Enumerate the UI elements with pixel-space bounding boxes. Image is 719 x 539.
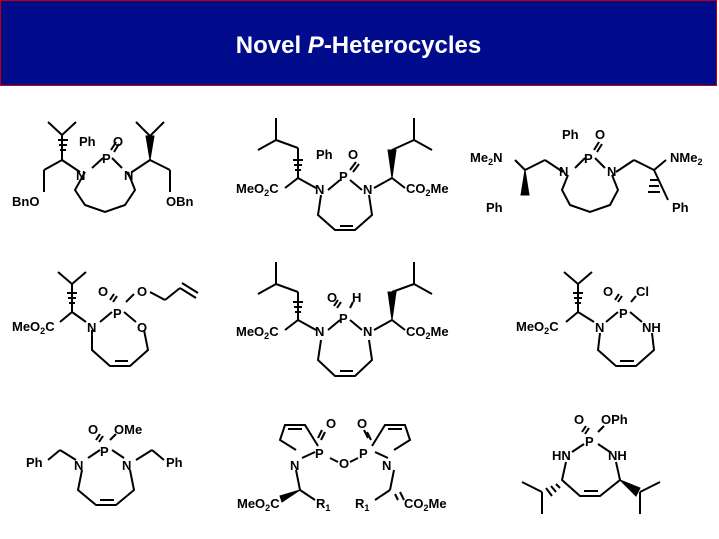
s3-label-2: P (584, 151, 593, 166)
s8-label-4: P (359, 446, 368, 461)
s2-label-6: CO2Me (406, 181, 449, 198)
s5-label-4: N (363, 324, 372, 339)
s5-label-2: H (352, 290, 361, 305)
s5-label-5: MeO2C (236, 324, 279, 341)
s1-label-2: P (102, 151, 111, 166)
s1-label-3: N (76, 168, 85, 183)
s3-label-4: N (607, 164, 616, 179)
s7-label-2: OMe (114, 422, 142, 437)
s3-label-1: O (595, 127, 605, 142)
s2-label-5: MeO2C (236, 181, 279, 198)
structure-8: O P O O P N N MeO2C R1 R1 CO2Me (237, 416, 447, 513)
s4-label-1: P (113, 306, 122, 321)
s9-label-2: OPh (601, 412, 628, 427)
s3-label-8: Ph (672, 200, 689, 215)
s8-label-1: P (315, 446, 324, 461)
s4-label-2: O (137, 284, 147, 299)
s3-label-5: Me2N (470, 150, 502, 167)
s3-label-0: Ph (562, 127, 579, 142)
s5-label-0: O (327, 290, 337, 305)
slide-title: Novel P-Heterocycles (235, 32, 482, 59)
structure-5: O P H N N MeO2C CO2Me (236, 262, 449, 377)
s7-label-0: O (88, 422, 98, 437)
s9-label-4: NH (608, 448, 627, 463)
structure-7: O P OMe N N Ph Ph (26, 422, 183, 506)
s9-label-1: P (585, 434, 594, 449)
s3-label-3: N (559, 164, 568, 179)
s2-label-0: Ph (316, 147, 333, 162)
structure-3: Ph O P N N Me2N NMe2 Ph Ph (470, 127, 702, 215)
s6-label-4: NH (642, 320, 661, 335)
s3-label-7: Ph (486, 200, 503, 215)
s2-label-1: O (348, 147, 358, 162)
s8-label-5: N (290, 458, 299, 473)
s7-label-1: P (100, 444, 109, 459)
s5-label-3: N (315, 324, 324, 339)
s8-label-9: R1 (355, 496, 369, 513)
s1-label-6: OBn (166, 194, 194, 209)
s1-label-4: N (124, 168, 133, 183)
s6-label-3: N (595, 320, 604, 335)
s1-label-1: O (113, 134, 123, 149)
s7-label-5: Ph (26, 455, 43, 470)
s4-label-4: N (87, 320, 96, 335)
s2-label-4: N (363, 182, 372, 197)
s3-label-6: NMe2 (670, 150, 702, 167)
structure-4: O P O O N MeO2C (12, 271, 199, 367)
s6-label-1: P (619, 306, 628, 321)
s2-label-2: P (339, 169, 348, 184)
s9-label-3: HN (552, 448, 571, 463)
s4-label-3: O (137, 320, 147, 335)
s8-label-6: N (382, 458, 391, 473)
s6-label-0: O (603, 284, 613, 299)
s8-label-2: O (339, 456, 349, 471)
s5-label-1: P (339, 311, 348, 326)
s8-label-10: CO2Me (404, 496, 447, 513)
structure-6: O P Cl N NH MeO2C (516, 271, 661, 367)
s7-label-4: N (122, 458, 131, 473)
s5-label-6: CO2Me (406, 324, 449, 341)
s1-label-0: Ph (79, 134, 96, 149)
structure-2: Ph O P N N MeO2C CO2Me (236, 118, 449, 231)
s1-label-5: BnO (12, 194, 39, 209)
s2-label-3: N (315, 182, 324, 197)
s8-label-7: MeO2C (237, 496, 280, 513)
title-bar: Novel P-Heterocycles (0, 0, 717, 86)
s4-label-0: O (98, 284, 108, 299)
s8-label-3: O (357, 416, 367, 431)
s7-label-6: Ph (166, 455, 183, 470)
s6-label-5: MeO2C (516, 319, 559, 336)
structure-1: Ph O P N N BnO OBn (12, 121, 194, 214)
s7-label-3: N (74, 458, 83, 473)
s8-label-8: R1 (316, 496, 330, 513)
s9-label-0: O (574, 412, 584, 427)
s6-label-2: Cl (636, 284, 649, 299)
s8-label-0: O (326, 416, 336, 431)
structure-9: O P OPh HN NH (521, 412, 661, 514)
s4-label-5: MeO2C (12, 319, 55, 336)
